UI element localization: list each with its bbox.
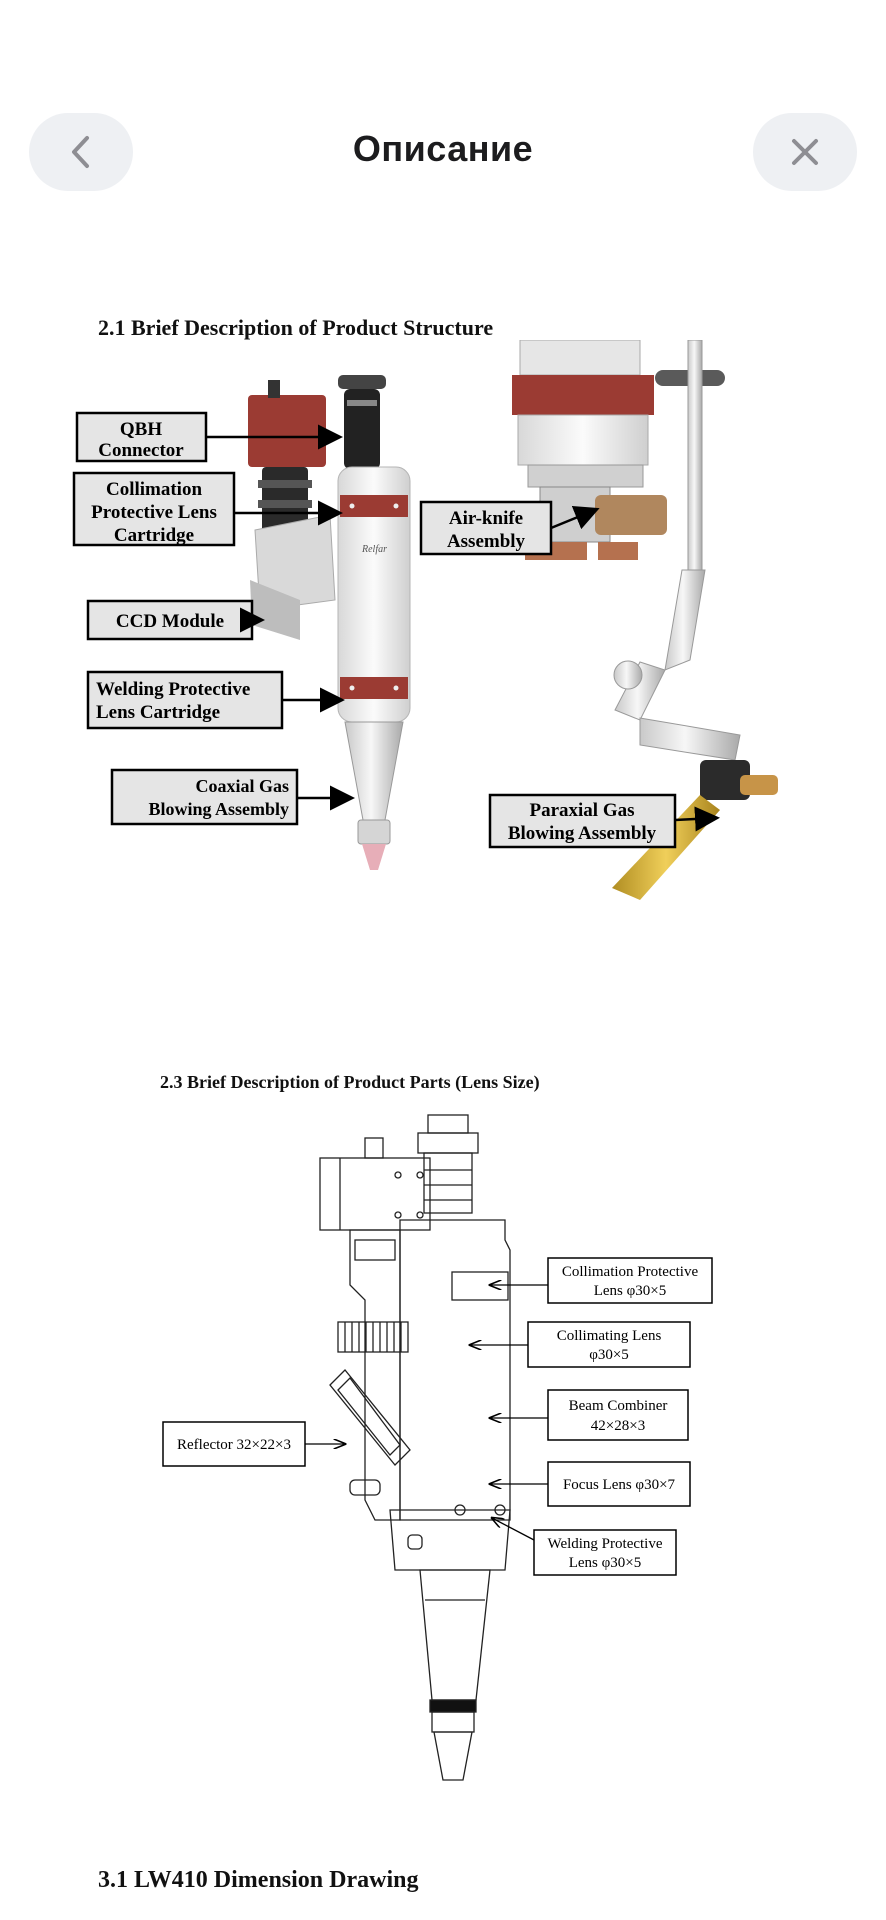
section-title-lens-size: 2.3 Brief Description of Product Parts (… xyxy=(160,1072,540,1092)
label-welding-protective-lens: Welding Protective Lens φ30×5 xyxy=(492,1518,677,1576)
svg-text:QBH: QBH xyxy=(120,419,162,440)
svg-text:Beam Combiner: Beam Combiner xyxy=(569,1398,668,1414)
svg-text:Welding Protective: Welding Protective xyxy=(547,1536,662,1552)
svg-text:Collimation: Collimation xyxy=(106,479,202,500)
welding-head-illustration: Relfar xyxy=(248,375,411,870)
svg-text:Air-knife: Air-knife xyxy=(449,508,523,529)
label-qbh-connector: QBH Connector xyxy=(75,411,343,463)
label-paraxial-gas: Paraxial Gas Blowing Assembly xyxy=(488,793,720,849)
svg-text:Reflector 32×22×3: Reflector 32×22×3 xyxy=(177,1437,291,1453)
close-button[interactable] xyxy=(753,113,857,191)
label-beam-combiner: Beam Combiner 42×28×3 xyxy=(490,1389,689,1441)
svg-text:φ30×5: φ30×5 xyxy=(589,1347,629,1363)
svg-text:Collimating Lens: Collimating Lens xyxy=(557,1328,662,1344)
svg-text:Lens φ30×5: Lens φ30×5 xyxy=(594,1283,667,1299)
page-title: Описание xyxy=(352,128,534,169)
label-air-knife: Air-knife Assembly xyxy=(419,500,600,556)
svg-text:Lens φ30×5: Lens φ30×5 xyxy=(569,1555,642,1571)
svg-text:Collimation Protective: Collimation Protective xyxy=(562,1264,699,1280)
svg-text:Connector: Connector xyxy=(98,440,184,461)
svg-text:Protective Lens: Protective Lens xyxy=(91,502,217,523)
svg-text:Blowing Assembly: Blowing Assembly xyxy=(148,799,289,819)
lens-size-drawing: Collimation Protective Lens φ30×5 Collim… xyxy=(162,1114,713,1781)
line-drawing-head xyxy=(319,1114,511,1781)
svg-text:Cartridge: Cartridge xyxy=(114,525,194,546)
chevron-left-icon xyxy=(72,136,89,168)
svg-text:Paraxial Gas: Paraxial Gas xyxy=(529,800,634,821)
svg-text:Coaxial Gas: Coaxial Gas xyxy=(195,776,289,796)
brand-logo-text: Relfar xyxy=(361,544,387,555)
label-collimation-cartridge: Collimation Protective Lens Cartridge xyxy=(72,471,343,547)
product-structure-figure: Relfar QBH Connector Collimation Prot xyxy=(72,340,778,900)
svg-text:Blowing Assembly: Blowing Assembly xyxy=(508,823,657,844)
svg-text:Lens Cartridge: Lens Cartridge xyxy=(96,702,220,723)
svg-text:CCD Module: CCD Module xyxy=(116,611,224,632)
svg-text:Focus Lens φ30×7: Focus Lens φ30×7 xyxy=(563,1477,676,1493)
section-title-dimension-drawing: 3.1 LW410 Dimension Drawing xyxy=(98,1867,419,1893)
label-ccd-module: CCD Module xyxy=(86,599,265,641)
label-reflector: Reflector 32×22×3 xyxy=(162,1421,345,1467)
label-collimation-protective-lens: Collimation Protective Lens φ30×5 xyxy=(490,1257,713,1304)
header-bar: Описание xyxy=(0,0,886,240)
svg-text:Assembly: Assembly xyxy=(447,531,526,552)
label-collimating-lens: Collimating Lens φ30×5 xyxy=(470,1321,691,1368)
back-button[interactable] xyxy=(29,113,133,191)
close-icon xyxy=(792,139,818,165)
section-title-structure: 2.1 Brief Description of Product Structu… xyxy=(98,315,494,340)
label-focus-lens: Focus Lens φ30×7 xyxy=(490,1461,691,1507)
svg-text:Welding Protective: Welding Protective xyxy=(96,679,250,700)
label-coaxial-gas: Coaxial Gas Blowing Assembly xyxy=(110,768,355,826)
label-welding-cartridge: Welding Protective Lens Cartridge xyxy=(86,670,345,730)
svg-text:42×28×3: 42×28×3 xyxy=(591,1418,645,1434)
